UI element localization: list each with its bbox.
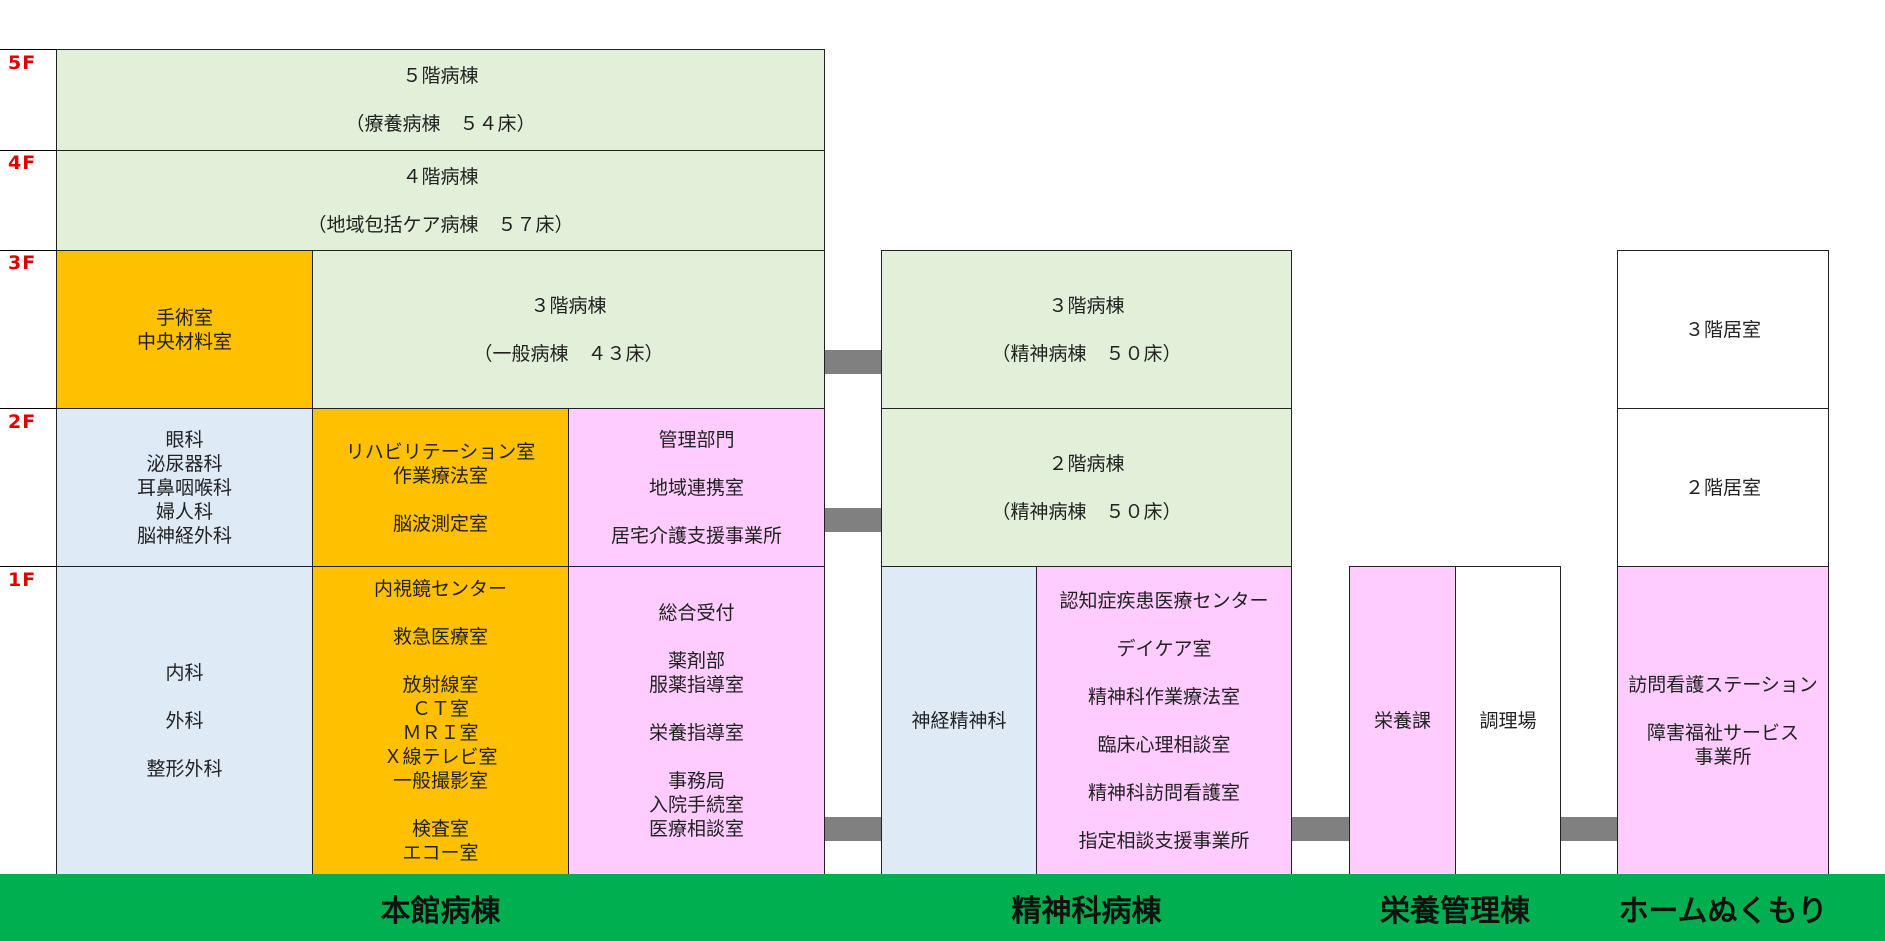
psych-1f-dept: 神経精神科 [881, 566, 1037, 875]
room-label: 内科 [165, 661, 204, 684]
room-label: 眼科 [165, 428, 204, 451]
room-label: 救急医療室 [392, 625, 488, 648]
room-label: 神経精神科 [911, 709, 1007, 732]
room-label: ３階居室 [1684, 318, 1761, 341]
room-label: 事業所 [1694, 745, 1752, 768]
room-label: 中央材料室 [136, 330, 232, 353]
room-label: 検査室 [411, 817, 469, 840]
bridge-3f [825, 350, 881, 374]
floor-label-4f: 4F [8, 152, 37, 174]
room-label: 調理場 [1479, 709, 1537, 732]
room-label: 指定相談支援事業所 [1078, 829, 1250, 852]
home-1f-services: 訪問看護ステーション障害福祉サービス事業所 [1617, 566, 1829, 875]
room-label: （精神病棟 ５０床） [991, 500, 1182, 523]
room-label: 脳波測定室 [392, 512, 488, 535]
main-2f-clinics: 眼科泌尿器科耳鼻咽喉科婦人科脳神経外科 [56, 408, 313, 567]
home-2f-rooms: ２階居室 [1617, 408, 1829, 567]
room-label: （地域包括ケア病棟 ５７床） [307, 213, 574, 236]
ground-band [0, 874, 1885, 941]
room-label: 事務局 [667, 769, 725, 792]
floor-label-5f: 5F [8, 52, 37, 74]
room-label: 泌尿器科 [146, 452, 223, 475]
room-label: エコー室 [402, 841, 479, 864]
room-label: ３階病棟 [1048, 294, 1125, 317]
room-label: 服薬指導室 [648, 673, 744, 696]
room-label: 栄養課 [1373, 709, 1431, 732]
room-label: 作業療法室 [392, 464, 488, 487]
room-label: 外科 [165, 709, 204, 732]
room-label: ３階病棟 [530, 294, 607, 317]
room-label: 精神科作業療法室 [1087, 685, 1240, 708]
floor-label-2f: 2F [8, 411, 37, 433]
room-label: 精神科訪問看護室 [1087, 781, 1240, 804]
psych-2f-ward: ２階病棟 （精神病棟 ５０床） [881, 408, 1292, 567]
floor-label-1f: 1F [8, 569, 37, 591]
room-label: Ｘ線テレビ室 [383, 745, 498, 768]
room-label: （一般病棟 ４３床） [473, 342, 664, 365]
room-label: ＭＲＩ室 [402, 721, 479, 744]
room-label: 地域連携室 [648, 476, 744, 499]
home-3f-rooms: ３階居室 [1617, 250, 1829, 409]
floor-tick [0, 49, 56, 50]
room-label: 栄養指導室 [648, 721, 744, 744]
floor-tick [0, 566, 56, 567]
room-label: 内視鏡センター [373, 577, 507, 600]
bridge-2f [825, 508, 881, 532]
room-label: 総合受付 [658, 601, 735, 624]
room-label: 居宅介護支援事業所 [610, 524, 782, 547]
room-label: ４階病棟 [402, 165, 479, 188]
main-2f-admin: 管理部門地域連携室居宅介護支援事業所 [568, 408, 825, 567]
bridge-1f-nutrition [1292, 817, 1349, 841]
room-label: 医療相談室 [648, 817, 744, 840]
room-label: 認知症疾患医療センター [1059, 589, 1269, 612]
room-label: 放射線室 [402, 673, 479, 696]
floor-label-3f: 3F [8, 252, 37, 274]
main-3f-ward: ３階病棟 （一般病棟 ４３床） [312, 250, 825, 409]
room-label: 薬剤部 [667, 649, 725, 672]
room-label: 管理部門 [658, 428, 735, 451]
bridge-1f-psych [825, 817, 881, 841]
main-5f-ward: ５階病棟 （療養病棟 ５４床） [56, 49, 825, 151]
psych-1f-rooms: 認知症疾患医療センターデイケア室精神科作業療法室臨床心理相談室精神科訪問看護室指… [1036, 566, 1292, 875]
main-4f-ward: ４階病棟 （地域包括ケア病棟 ５７床） [56, 150, 825, 251]
room-label: 臨床心理相談室 [1097, 733, 1231, 756]
main-1f-clinics: 内科外科整形外科 [56, 566, 313, 875]
floor-tick [0, 150, 56, 151]
main-2f-rehab: リハビリテーション室作業療法室脳波測定室 [312, 408, 569, 567]
building-name-psych: 精神科病棟 [1011, 893, 1162, 929]
building-name-nutrition: 栄養管理棟 [1380, 893, 1530, 929]
floor-tick [0, 408, 56, 409]
room-label: デイケア室 [1116, 637, 1212, 660]
room-label: 障害福祉サービス [1646, 721, 1799, 744]
nutrition-section: 栄養課 [1349, 566, 1456, 875]
room-label: 訪問看護ステーション [1628, 673, 1818, 696]
building-name-main: 本館病棟 [380, 893, 501, 929]
psych-3f-ward: ３階病棟 （精神病棟 ５０床） [881, 250, 1292, 409]
bridge-1f-home [1561, 817, 1617, 841]
nutrition-kitchen: 調理場 [1455, 566, 1561, 875]
room-label: （精神病棟 ５０床） [991, 342, 1182, 365]
main-3f-surgery: 手術室中央材料室 [56, 250, 313, 409]
room-label: ＣＴ室 [411, 697, 469, 720]
room-label: 脳神経外科 [136, 524, 232, 547]
room-label: 入院手続室 [648, 793, 744, 816]
floor-tick [0, 250, 56, 251]
room-label: （療養病棟 ５４床） [345, 113, 536, 135]
room-label: リハビリテーション室 [345, 440, 536, 463]
room-label: 耳鼻咽喉科 [136, 476, 232, 499]
main-1f-reception: 総合受付薬剤部服薬指導室栄養指導室事務局入院手続室医療相談室 [568, 566, 825, 875]
room-label: 一般撮影室 [392, 769, 488, 792]
room-label: ２階居室 [1684, 476, 1761, 499]
room-label: ５階病棟 [402, 65, 479, 87]
room-label: 婦人科 [155, 500, 213, 523]
room-label: 手術室 [155, 306, 213, 329]
building-name-home: ホームぬくもり [1618, 893, 1828, 929]
room-label: 整形外科 [146, 757, 223, 780]
room-label: ２階病棟 [1048, 452, 1125, 475]
